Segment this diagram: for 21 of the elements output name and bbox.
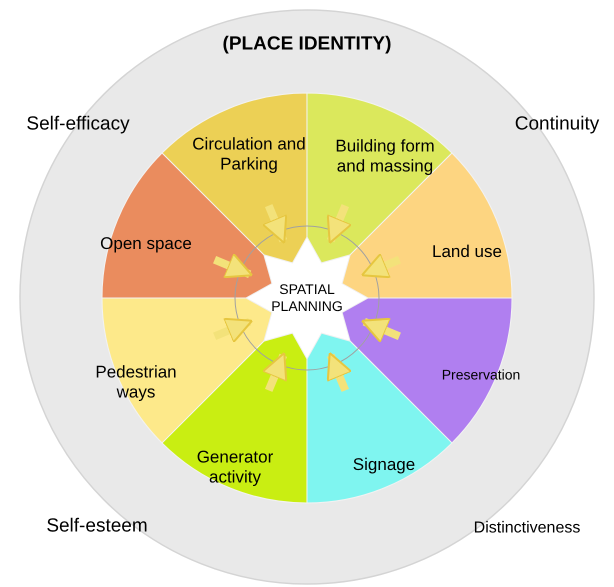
- sector-label: Preservation: [440, 366, 522, 384]
- arrow: [326, 204, 352, 244]
- ring-label: Distinctiveness: [474, 518, 580, 538]
- ring-label: Continuity: [514, 114, 600, 136]
- sector-label: Building form and massing: [335, 136, 435, 178]
- arrow: [262, 352, 288, 392]
- arrow: [213, 318, 254, 344]
- sector-label: Generator activity: [196, 448, 274, 488]
- center-label: SPATIAL PLANNING: [270, 281, 344, 315]
- arrow: [326, 352, 352, 392]
- sector-label: Pedestrian ways: [94, 362, 178, 404]
- ring-label: Self-esteem: [46, 516, 148, 538]
- arrow: [360, 318, 401, 344]
- ring-label: Self-efficacy: [26, 114, 130, 136]
- sector-label: Signage: [352, 454, 416, 476]
- arrow: [213, 252, 254, 278]
- arrow: [262, 204, 288, 244]
- ring-heading: (PLACE IDENTITY): [222, 34, 392, 56]
- sector-label: Land use: [431, 242, 503, 262]
- arrow: [360, 252, 401, 278]
- sector-label: Circulation and Parking: [191, 134, 307, 176]
